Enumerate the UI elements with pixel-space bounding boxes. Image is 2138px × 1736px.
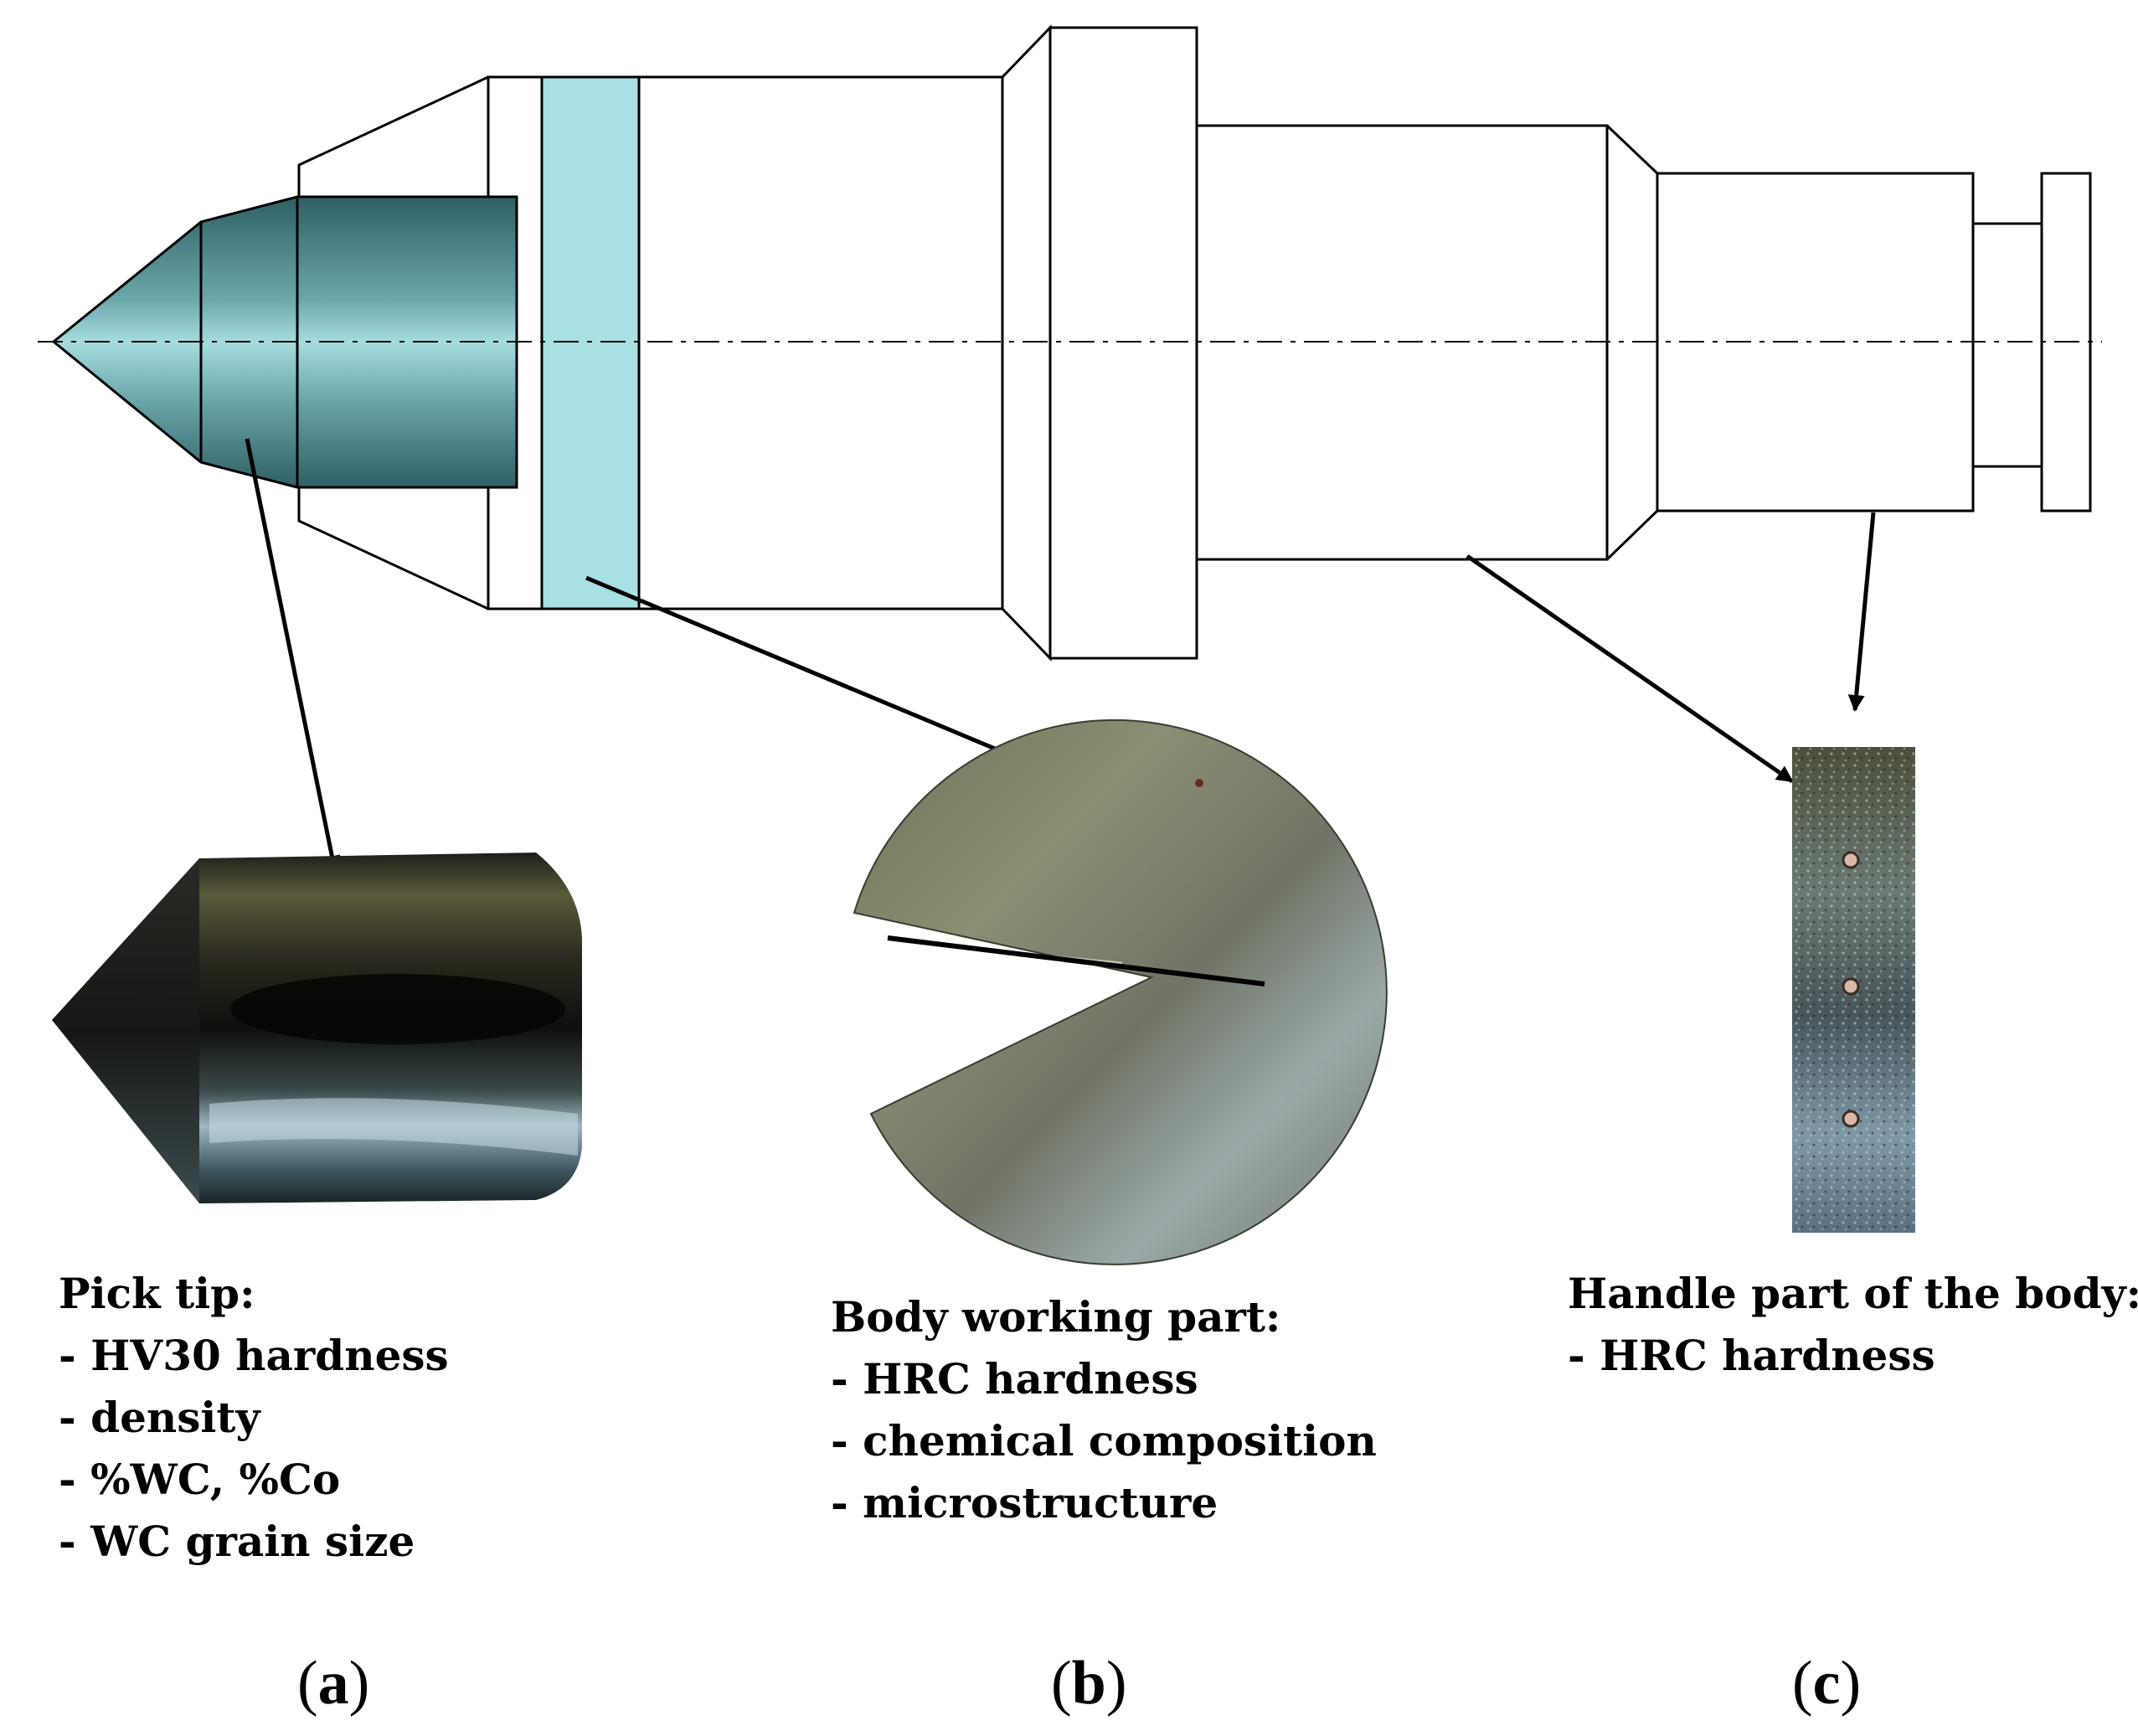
collar	[1048, 26, 1198, 660]
panel-a-item: - WC grain size	[59, 1517, 415, 1566]
panel-a-item: - HV30 hardness	[59, 1331, 449, 1380]
label-a-letter: a	[317, 1649, 349, 1718]
label-c-open: (	[1792, 1649, 1813, 1718]
arrow-c1	[1466, 554, 1794, 784]
pick-drawing	[38, 24, 2102, 662]
label-b-open: (	[1051, 1649, 1072, 1718]
label-c-letter: c	[1812, 1649, 1841, 1718]
panel-c-heading: Handle part of the body:	[1568, 1269, 2138, 1318]
collar-taper	[1001, 24, 1052, 662]
panel-b-item: - chemical composition	[831, 1416, 1377, 1466]
subfigure-label-b: (b)	[1051, 1648, 1126, 1719]
pick-tip-photo	[52, 853, 582, 1203]
neck	[1971, 222, 2043, 468]
label-b-close: )	[1105, 1649, 1127, 1718]
arrow-a	[245, 438, 341, 873]
body-disc-photo	[853, 719, 1388, 1265]
panel-b-heading: Body working part:	[831, 1292, 1281, 1342]
panel-a-heading: Pick tip:	[59, 1269, 255, 1318]
subfigure-label-a: (a)	[297, 1648, 369, 1719]
panel-a-item: - %WC, %Co	[59, 1455, 341, 1504]
arrow-b	[585, 575, 1053, 775]
panel-c-item: - HRC hardness	[1568, 1331, 1935, 1380]
label-a-open: (	[297, 1649, 318, 1718]
highlight-band	[540, 75, 641, 610]
panel-a-item: - density	[59, 1393, 260, 1442]
label-b-letter: b	[1071, 1649, 1106, 1718]
subfigure-label-c: (c)	[1792, 1648, 1861, 1719]
arrow-c2	[1847, 512, 1876, 712]
handle-sample-photo	[1792, 747, 1915, 1233]
arrows	[245, 438, 1876, 873]
panel-b-item: - HRC hardness	[831, 1354, 1198, 1404]
label-a-close: )	[348, 1649, 370, 1718]
panel-b-item: - microstructure	[831, 1478, 1218, 1527]
label-c-close: )	[1840, 1649, 1862, 1718]
disc-crack-marker	[887, 935, 1265, 986]
panel-c-text: Handle part of the body: - HRC hardness	[1568, 1263, 2138, 1387]
panel-b-text: Body working part: - HRC hardness - chem…	[831, 1286, 1377, 1534]
panel-a-text: Pick tip: - HV30 hardness - density - %W…	[59, 1263, 449, 1573]
